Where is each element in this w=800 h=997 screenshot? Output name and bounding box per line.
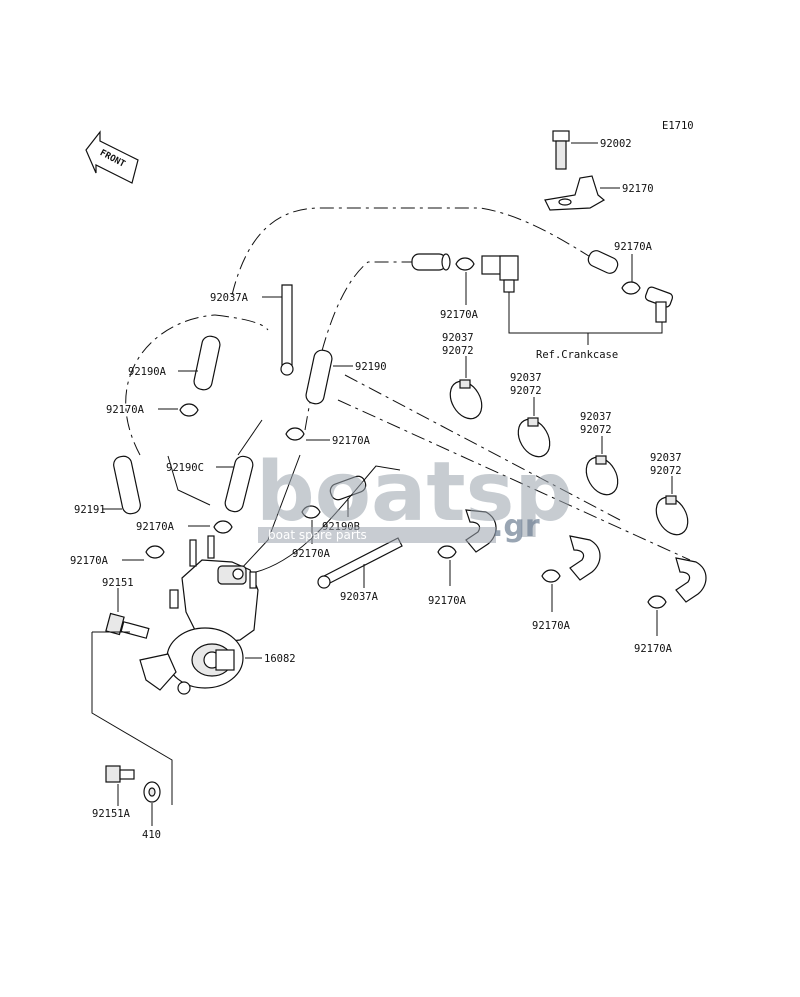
- bolt-92002: [552, 130, 570, 170]
- strap-92037A-bottom: [317, 537, 403, 589]
- hose-clamp-4: [655, 495, 689, 536]
- clamp1-label-a: 92037: [442, 332, 474, 344]
- label-410: 410: [142, 829, 161, 841]
- diagram-code: E1710: [662, 120, 694, 132]
- bracket-92170: [544, 175, 606, 211]
- hose-route-left: [125, 314, 216, 456]
- label-92170A-center2: 92170A: [292, 548, 331, 560]
- clip-92170A-center1: [285, 427, 305, 441]
- hose-92191: [113, 455, 141, 515]
- hose-stub-top: [411, 253, 451, 271]
- hose-route-diag2: [344, 374, 621, 521]
- hose-clamp-3: [585, 455, 619, 496]
- bolt-92151A: [105, 765, 135, 783]
- label-92170A-left2: 92170A: [136, 521, 175, 533]
- hose-route-top: [231, 207, 593, 296]
- label-92037A-bottom: 92037A: [340, 591, 379, 603]
- label-92170A-top-right: 92170A: [614, 241, 653, 253]
- hose-route-left2: [214, 314, 269, 331]
- clip-92170A-left2: [213, 520, 233, 534]
- clamp3-label-a: 92037: [580, 411, 612, 423]
- front-arrow-icon: FRONT: [85, 130, 139, 184]
- hose-92190A: [193, 335, 221, 391]
- label-92151: 92151: [102, 577, 134, 589]
- bolt-92151: [105, 612, 150, 639]
- elbow-hose-2: [569, 535, 601, 581]
- elbow-fitting-top: [481, 255, 519, 293]
- hose-92190: [305, 349, 333, 405]
- label-92190A: 92190A: [128, 366, 167, 378]
- label-92170A-center1: 92170A: [332, 435, 371, 447]
- hose-route-diag1: [337, 399, 691, 561]
- clamp4-label-a: 92037: [650, 452, 682, 464]
- hose-route-mid: [304, 261, 412, 431]
- clamp2-label-b: 92072: [510, 385, 542, 397]
- label-92190: 92190: [355, 361, 387, 373]
- watermark-tagline: boat spare parts: [268, 528, 367, 542]
- clamp2-label-a: 92037: [510, 372, 542, 384]
- hose-clamp-1: [449, 379, 483, 420]
- label-92191: 92191: [74, 504, 106, 516]
- watermark-suffix: .gr: [492, 509, 540, 544]
- hose-92190C: [224, 455, 254, 513]
- clip-92170A-b2: [541, 569, 561, 583]
- label-92170: 92170: [622, 183, 654, 195]
- label-16082: 16082: [264, 653, 296, 665]
- clip-92170A-b3: [647, 595, 667, 609]
- clamp1-label-b: 92072: [442, 345, 474, 357]
- label-92002: 92002: [600, 138, 632, 150]
- watermark-brand: boatsp: [256, 445, 573, 540]
- label-92170A-b1: 92170A: [428, 595, 467, 607]
- ref-crankcase-label: Ref.Crankcase: [536, 349, 618, 361]
- label-92170A-b2: 92170A: [532, 620, 571, 632]
- clip-92170A-center2: [301, 505, 321, 519]
- elbow-fitting-right: [644, 286, 674, 323]
- label-92170A-left3: 92170A: [70, 555, 109, 567]
- washer-410: [143, 781, 161, 803]
- clip-92170A-top-right: [621, 281, 641, 295]
- strap-92037A-top: [280, 284, 294, 376]
- watermark: boatsp boat spare parts .gr: [256, 445, 573, 544]
- clip-92170A-left1: [179, 403, 199, 417]
- elbow-hose-3: [675, 557, 707, 603]
- label-92170A-mid: 92170A: [440, 309, 479, 321]
- hose-top-right: [587, 250, 619, 274]
- clip-92170A-b1: [437, 545, 457, 559]
- clamp3-label-b: 92072: [580, 424, 612, 436]
- label-92170A-left1: 92170A: [106, 404, 145, 416]
- hose-clamp-2: [517, 417, 551, 458]
- fuel-pump-16082: [139, 535, 259, 695]
- label-92170A-b3: 92170A: [634, 643, 673, 655]
- clip-92170A-left3: [145, 545, 165, 559]
- label-92037A-top: 92037A: [210, 292, 249, 304]
- label-92190C: 92190C: [166, 462, 204, 474]
- clamp4-label-b: 92072: [650, 465, 682, 477]
- label-92151A: 92151A: [92, 808, 131, 820]
- clip-92170A-top: [455, 257, 475, 271]
